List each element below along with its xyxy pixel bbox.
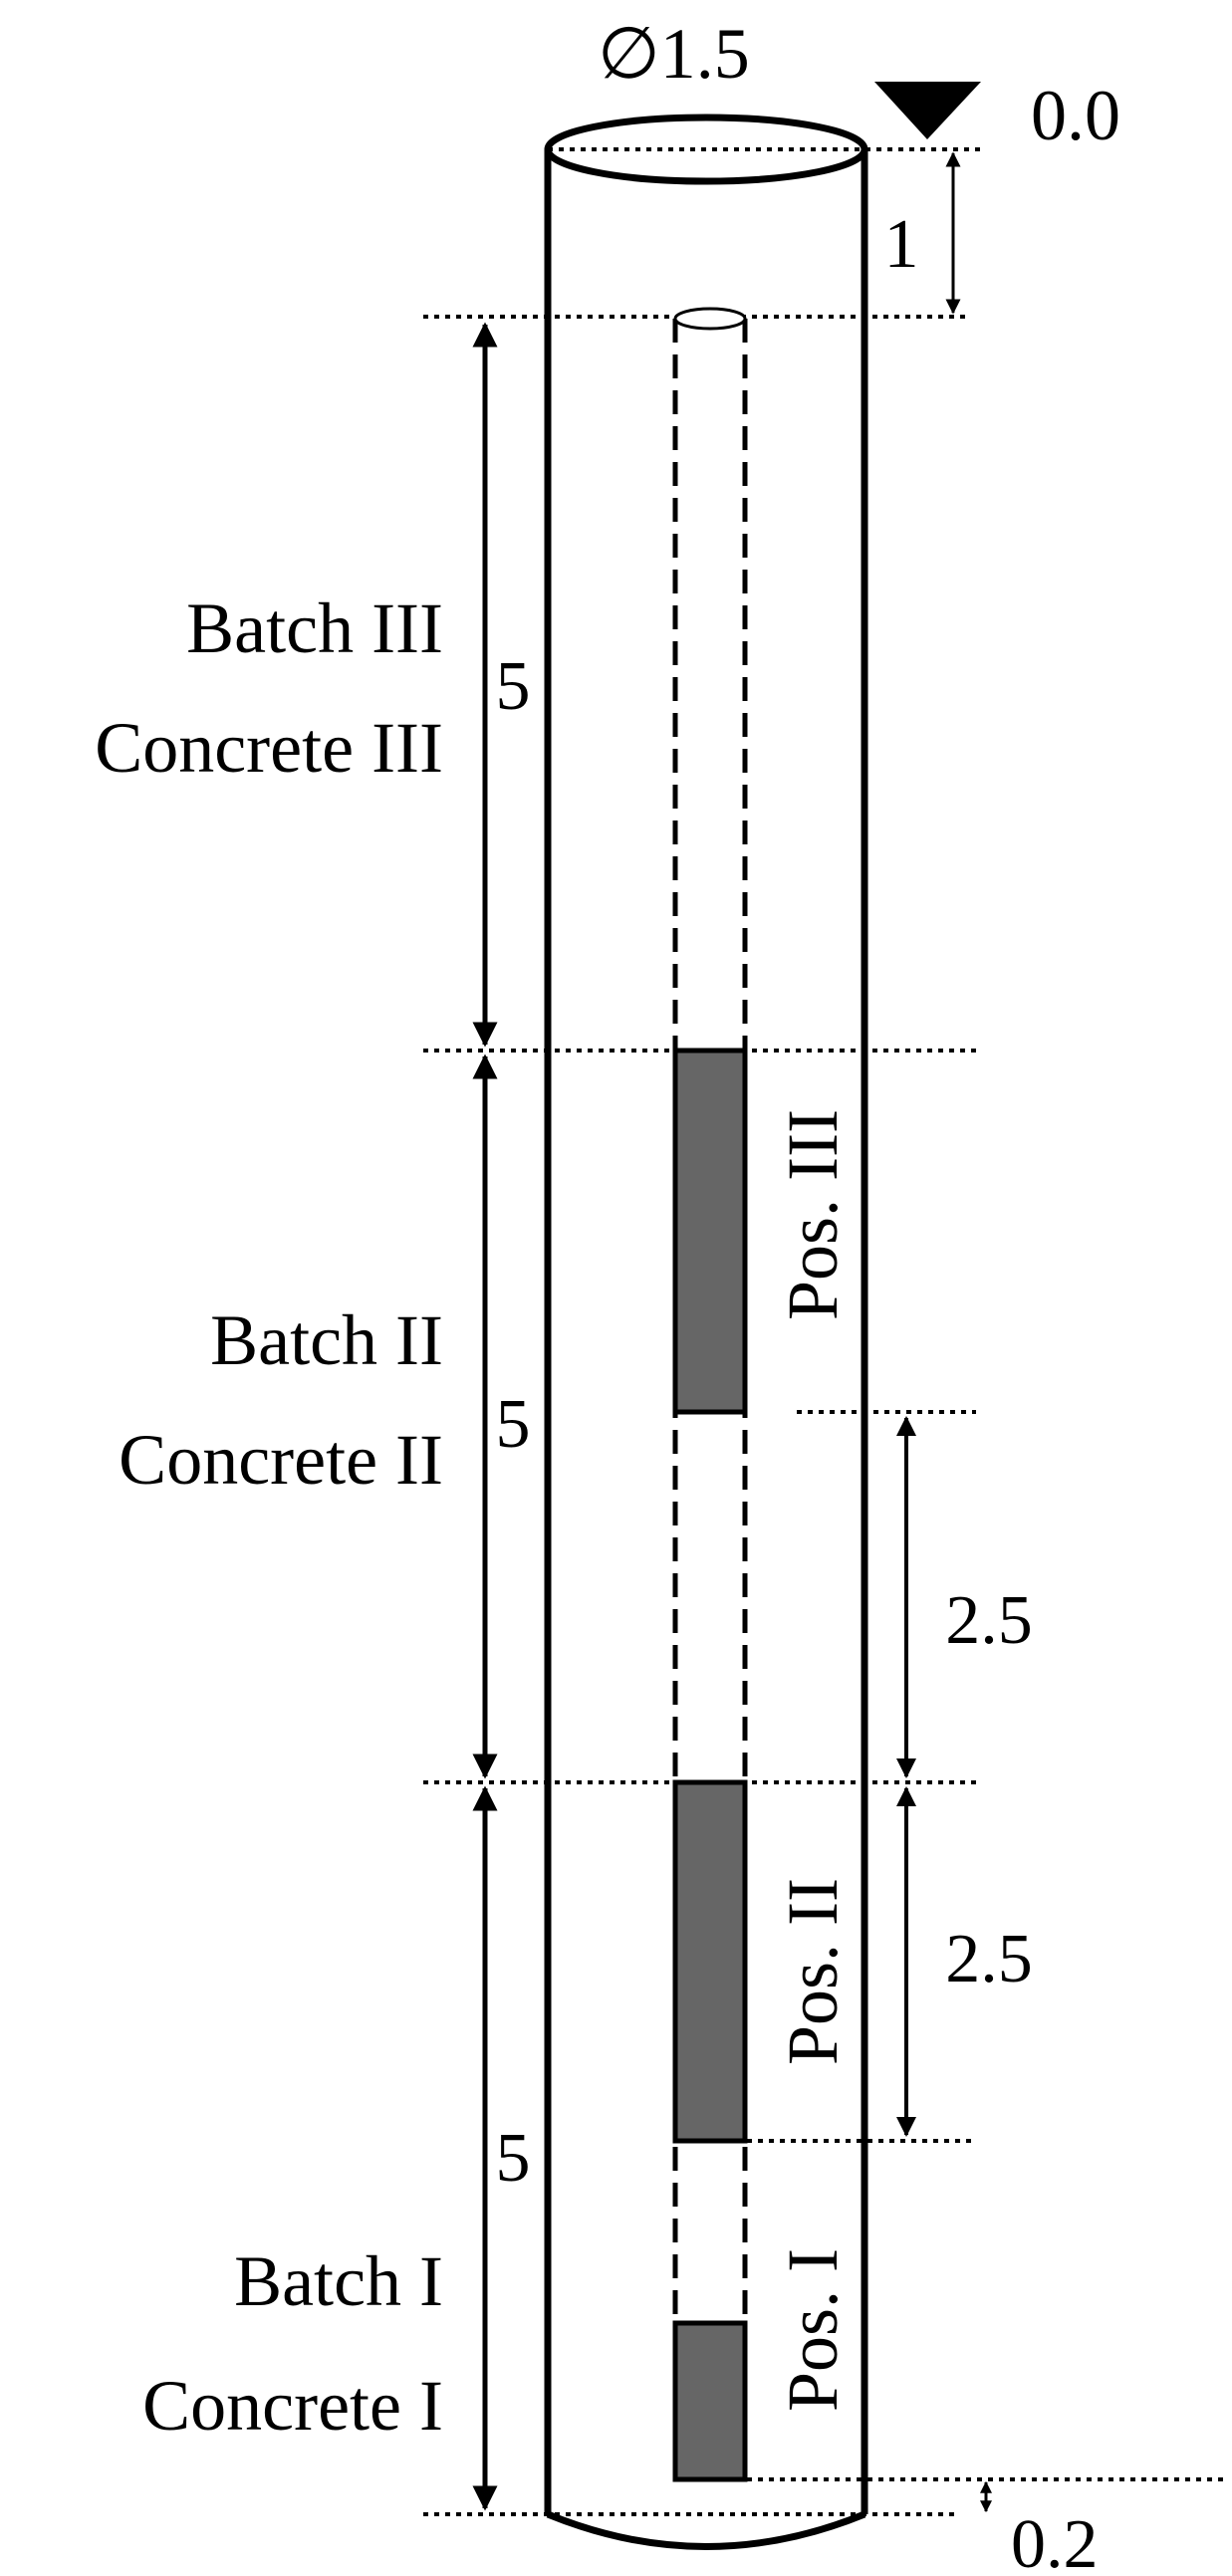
batch1-label-line2: Concrete I bbox=[142, 2366, 443, 2446]
dim-label-batch2: 5 bbox=[496, 1386, 531, 1463]
pos1-label: Pos. I bbox=[773, 2248, 853, 2412]
pos3-label: Pos. III bbox=[773, 1109, 853, 1320]
sensor-pos-2 bbox=[672, 1779, 748, 2144]
batch3-label-line1: Batch III bbox=[186, 588, 443, 668]
pos2-label: Pos. II bbox=[773, 1878, 853, 2065]
dim-label-batch1: 5 bbox=[496, 2120, 531, 2197]
dim-label-upper-spacing: 2.5 bbox=[945, 1582, 1033, 1659]
level-label: 0.0 bbox=[1031, 76, 1120, 155]
diameter-label: ∅1.5 bbox=[598, 14, 750, 94]
batch2-label-line1: Batch II bbox=[210, 1300, 443, 1380]
measuring-tube-top bbox=[673, 307, 747, 331]
batch1-label-line1: Batch I bbox=[234, 2241, 443, 2321]
batch2-label-line2: Concrete II bbox=[119, 1420, 443, 1500]
dimension-arrows bbox=[472, 151, 992, 2513]
dim-label-bottom-offset: 0.2 bbox=[1011, 2506, 1099, 2576]
sensor-pos-1 bbox=[672, 2320, 748, 2482]
dim-label-lower-spacing: 2.5 bbox=[945, 1921, 1033, 1997]
sensor-pos-3 bbox=[672, 1048, 748, 1415]
batch3-label-line2: Concrete III bbox=[95, 708, 443, 788]
ground-level-triangle-icon bbox=[874, 82, 981, 139]
dim-label-batch3: 5 bbox=[496, 648, 531, 725]
dim-label-top-offset: 1 bbox=[884, 206, 919, 283]
level-lines bbox=[423, 147, 1225, 2516]
